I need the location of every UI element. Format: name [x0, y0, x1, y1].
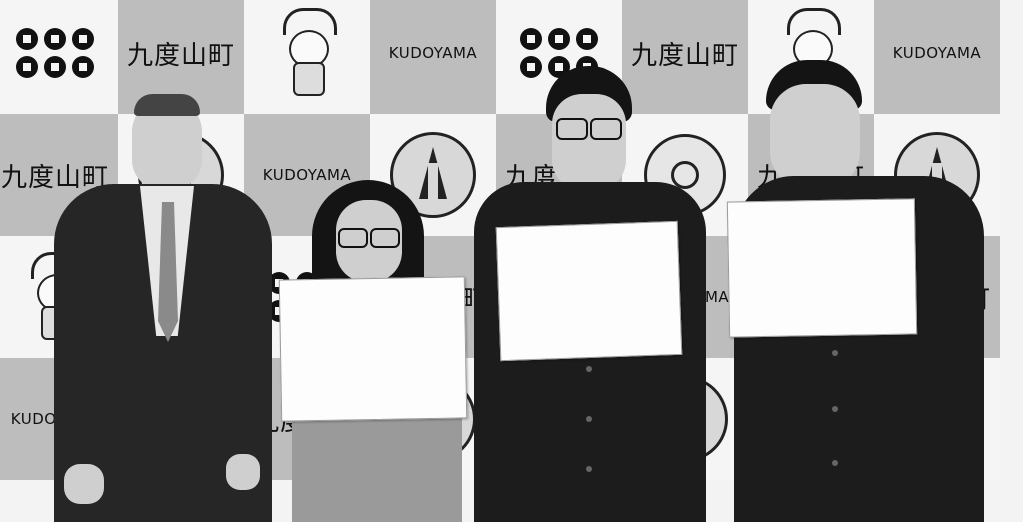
certificate-board	[726, 198, 918, 338]
certificate-board	[278, 276, 468, 422]
face	[770, 84, 860, 188]
six-coins-crest	[520, 28, 598, 78]
uniform-button	[832, 406, 838, 412]
samurai-mascot-icon	[277, 8, 337, 98]
town-name-tile: 九度山町	[622, 0, 748, 114]
town-name-jp: 九度山町	[0, 162, 109, 193]
six-coins-crest	[16, 28, 94, 78]
coin-crest-tile	[0, 0, 118, 114]
certificate-board	[495, 220, 683, 362]
man-in-suit	[48, 92, 278, 522]
hair	[134, 94, 200, 116]
glasses-right-lens	[590, 118, 622, 140]
uniform-button	[832, 350, 838, 356]
mascot-tile	[244, 0, 370, 114]
town-name-jp: 九度山町	[126, 40, 235, 71]
town-emblem-icon	[390, 132, 476, 218]
glasses-left-lens	[556, 118, 588, 140]
uniform-button	[832, 460, 838, 466]
uniform-button	[586, 416, 592, 422]
uniform-button	[586, 366, 592, 372]
face	[552, 94, 626, 190]
town-name-jp: 九度山町	[630, 40, 739, 71]
town-name-en: KUDOYAMA	[892, 44, 982, 62]
hand	[64, 464, 104, 504]
uniform-button	[586, 466, 592, 472]
town-name-en-tile: KUDOYAMA	[370, 0, 496, 114]
hand	[226, 454, 260, 490]
town-emblem-tile	[370, 114, 496, 236]
town-name-en: KUDOYAMA	[262, 166, 352, 184]
town-name-en: KUDOYAMA	[388, 44, 478, 62]
glasses-right-lens	[370, 228, 400, 248]
necktie	[158, 202, 178, 342]
glasses-left-lens	[338, 228, 368, 248]
face	[336, 200, 402, 282]
town-name-en-tile: KUDOYAMA	[874, 0, 1000, 114]
